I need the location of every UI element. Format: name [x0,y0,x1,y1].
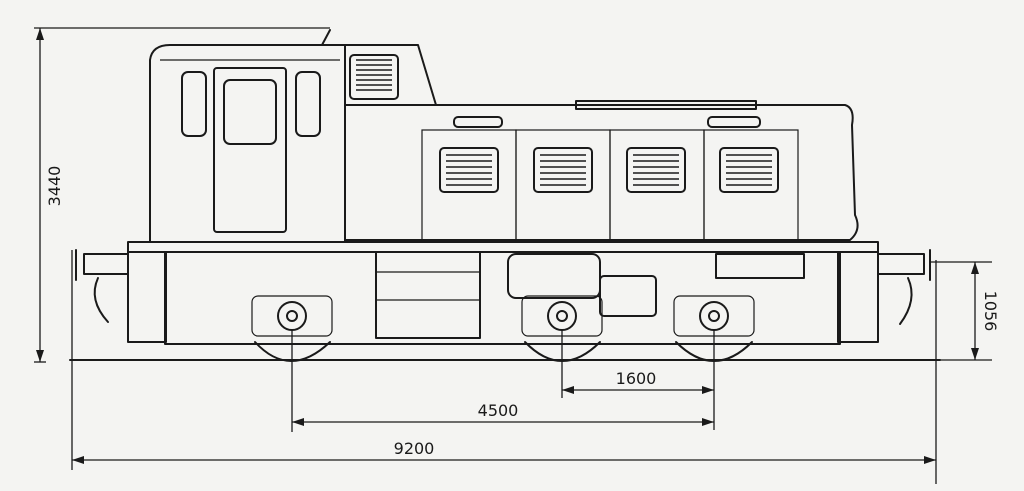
hood-handle-2 [707,116,761,128]
louver-4 [719,147,779,193]
end-beam-right [837,251,879,343]
cab-window-left [181,71,207,137]
axle-spacing-label: 1600 [616,369,657,388]
louver-3 [626,147,686,193]
fuel-tank [375,251,481,339]
cab-door-window [223,79,277,145]
bogie-pitch-label: 4500 [478,401,519,420]
louver-group [439,147,779,193]
buffer-right [877,249,931,325]
transmission-unit [507,253,601,299]
reservoir-tank [715,253,805,279]
frame-lower [164,251,841,345]
cab-window-right [295,71,321,137]
overall-length-label: 9200 [394,439,435,458]
louver-2 [533,147,593,193]
engine-hood [344,104,859,241]
end-beam-left [127,251,167,343]
height-label: 3440 [45,166,64,207]
buffer-left [75,249,129,323]
height-dimension: 3440 [34,27,330,363]
gear-box [599,275,657,317]
cab-door [213,67,287,233]
louver-1 [439,147,499,193]
main-frame [127,241,879,253]
hood-panel-4 [703,129,799,241]
roof-vent [575,100,757,110]
locomotive [75,29,931,362]
buffer-height-label: 1056 [981,291,1000,332]
buffer-height-dimension: 1056 [930,261,1000,361]
overall-length-dimension: 9200 [71,250,937,484]
axle-spacing-dimension: 1600 [561,330,715,430]
hood-handle-1 [453,116,503,128]
radiator-grille [349,54,399,100]
radiator-grille-lines [356,59,392,91]
bogie-pitch-dimension: 4500 [291,330,714,432]
